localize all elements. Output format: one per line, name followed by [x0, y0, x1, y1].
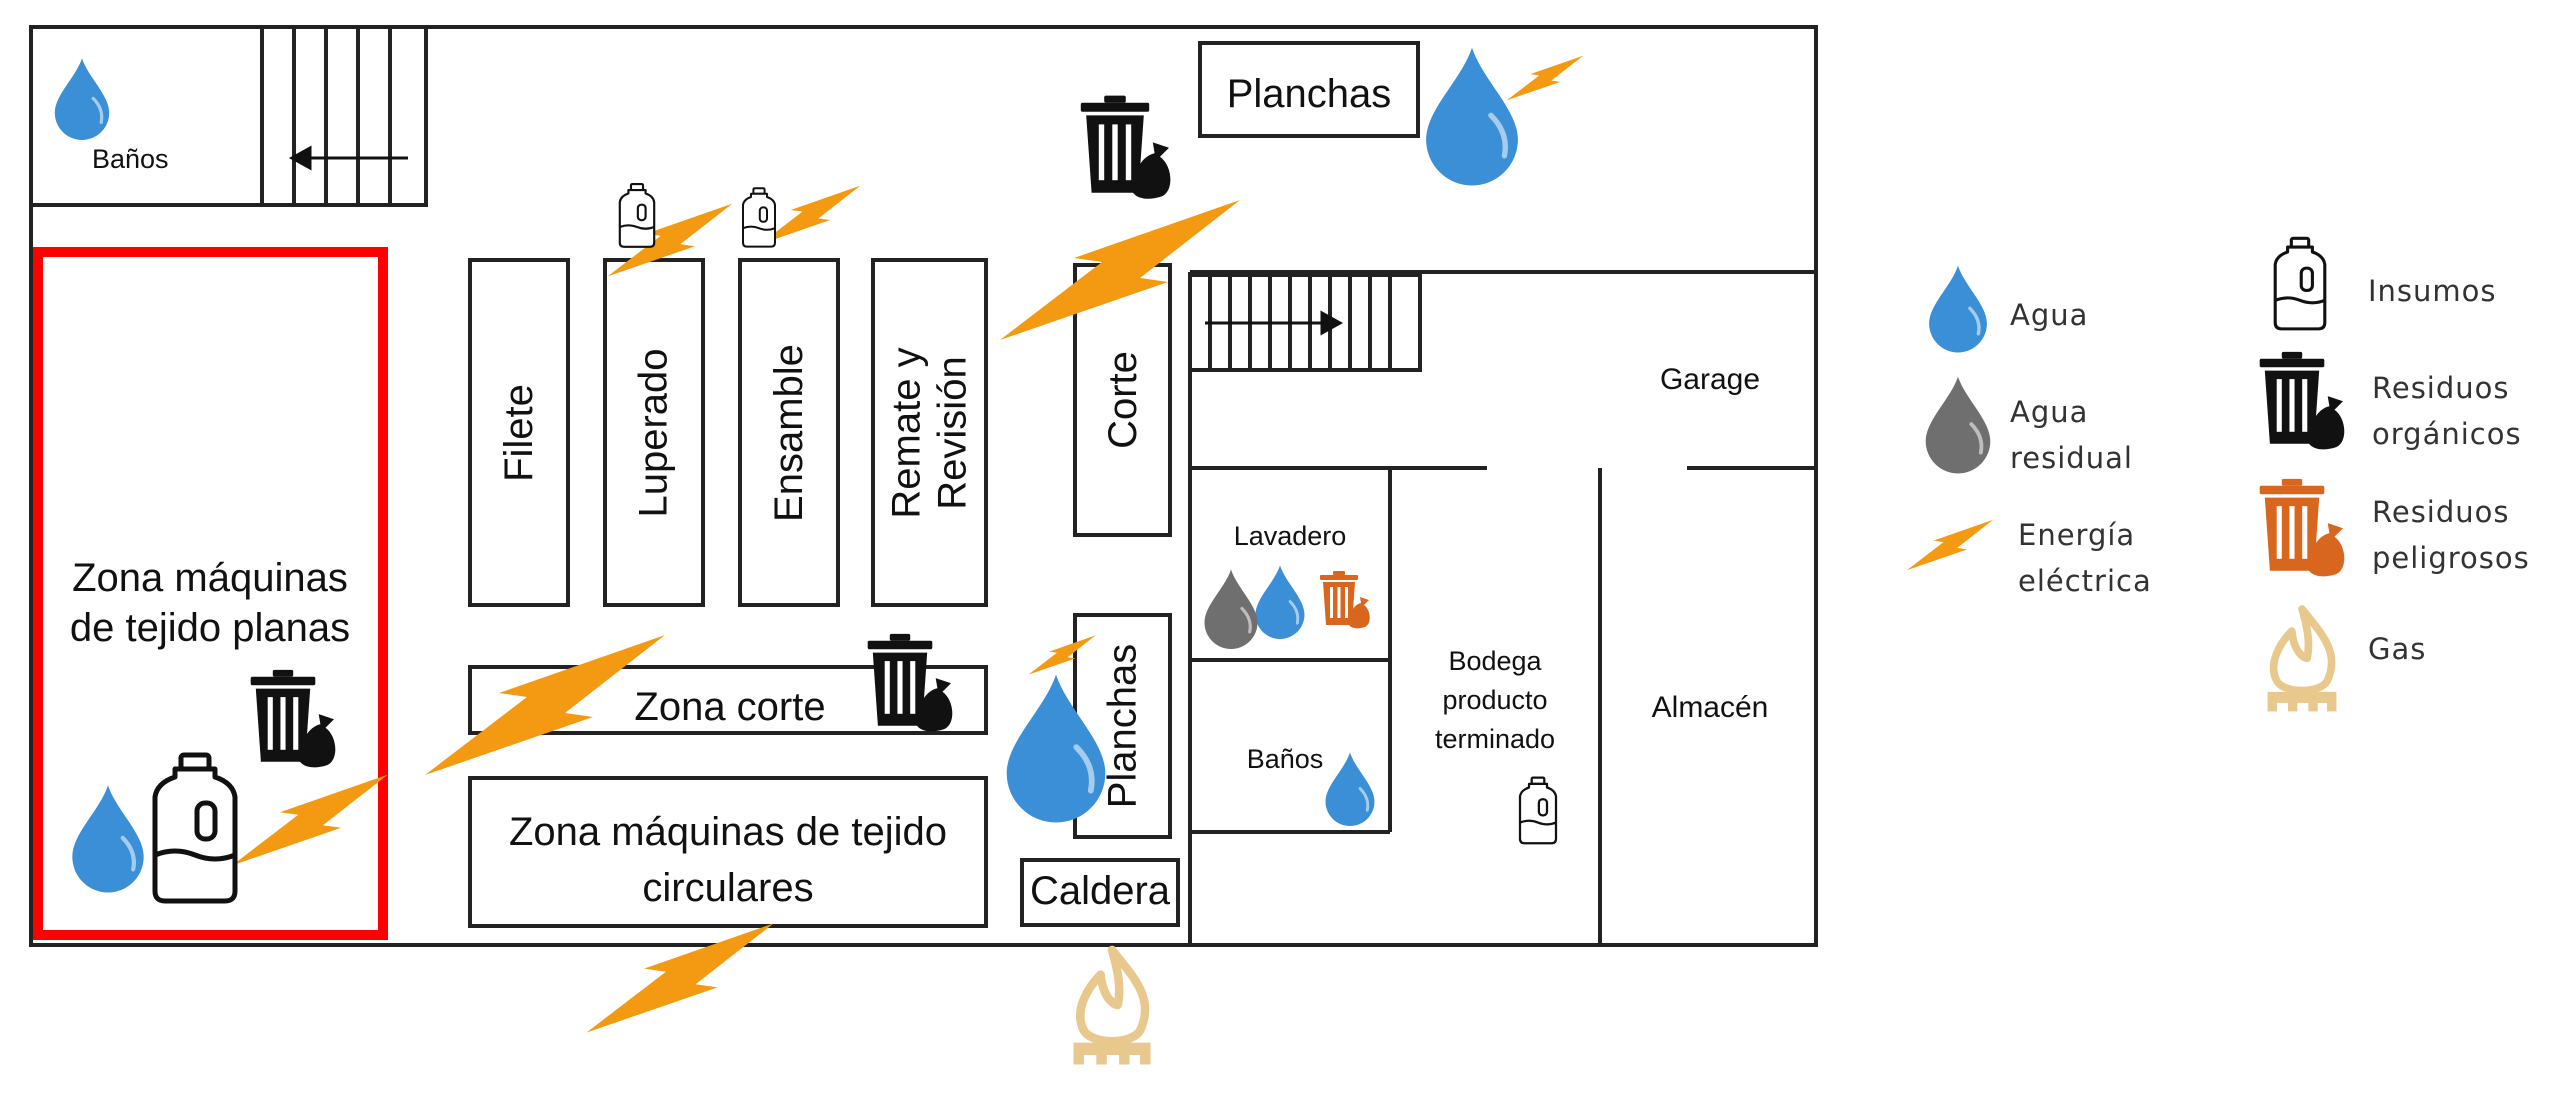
- water-drop-icon: [1426, 48, 1518, 186]
- stairs-arrow-icon: [288, 145, 408, 171]
- legend-agua-residual-2: residual: [2010, 441, 2133, 475]
- ensamble-label-wrap: Ensamble: [740, 260, 838, 605]
- legend-agua: Agua: [2010, 298, 2089, 332]
- water-drop-icon: [1927, 264, 1989, 355]
- supply-bottle-icon: [2273, 236, 2327, 331]
- remate-label-wrap: Remate y Revisión: [873, 260, 986, 605]
- stairs-arrow-icon: [1205, 310, 1344, 336]
- filete-label: Filete: [497, 383, 541, 482]
- lightning-icon: [1506, 55, 1584, 101]
- highlight-zone-planas: [33, 247, 388, 940]
- gas-flame-icon: [2268, 609, 2336, 711]
- caldera-label: Caldera: [1029, 869, 1171, 913]
- zona-circulares-label-1: Zona máquinas de tejido: [508, 810, 948, 854]
- supply-bottle-icon: [155, 755, 235, 901]
- almacen-label: Almacén: [1651, 691, 1769, 724]
- legend-energia-1: Energía: [2018, 518, 2136, 552]
- remate-label-line1: Remate y: [884, 346, 929, 519]
- planchas-right-label-wrap: Planchas: [1075, 615, 1170, 837]
- remate-label-line2: Revisión: [930, 355, 975, 510]
- banos-top-label: Baños: [92, 144, 169, 174]
- bodega-label-1: Bodega: [1448, 646, 1542, 676]
- banos-right-label: Baños: [1246, 744, 1324, 774]
- ensamble-box: [738, 258, 840, 607]
- supply-bottle-icon: [618, 182, 656, 248]
- water-drop-icon: [53, 56, 111, 142]
- legend-energia-2: eléctrica: [2018, 564, 2152, 598]
- organic-waste-bin-icon: [867, 633, 953, 732]
- water-drop-icon: [1254, 564, 1306, 641]
- lightning-icon: [1906, 519, 1994, 571]
- banos-top-room: [29, 25, 428, 207]
- lightning-icon: [586, 923, 774, 1033]
- zona-circulares-box: [468, 776, 988, 928]
- corte-label-wrap: Corte: [1075, 265, 1170, 535]
- planchas-top-label: Planchas: [1226, 72, 1392, 116]
- organic-waste-bin-icon: [1080, 95, 1171, 199]
- hazardous-waste-bin-icon: [2259, 478, 2345, 577]
- organic-waste-bin-icon: [250, 669, 336, 768]
- zona-corte-label: Zona corte: [634, 685, 826, 729]
- lavadero-label: Lavadero: [1233, 521, 1347, 551]
- garage-label: Garage: [1659, 363, 1761, 396]
- gas-flame-icon: [1074, 950, 1150, 1064]
- legend-res-org-2: orgánicos: [2372, 417, 2522, 451]
- filete-label-wrap: Filete: [470, 260, 568, 605]
- filete-box: [468, 258, 570, 607]
- zona-circulares-label-2: circulares: [642, 866, 814, 910]
- remate-box: [871, 258, 988, 607]
- water-drop-icon: [72, 785, 143, 892]
- hazardous-waste-bin-icon: [1320, 571, 1370, 629]
- ensamble-label: Ensamble: [767, 343, 811, 522]
- supply-bottle-icon: [1518, 776, 1558, 845]
- legend-res-org-1: Residuos: [2372, 371, 2510, 405]
- supply-bottle-icon: [741, 187, 777, 248]
- legend-agua-residual-1: Agua: [2010, 395, 2089, 429]
- waste-water-drop-icon: [1202, 567, 1260, 651]
- bodega-label-3: terminado: [1434, 724, 1556, 754]
- legend-gas: Gas: [2368, 632, 2427, 666]
- building-outline: [29, 25, 1818, 947]
- caldera-box: [1020, 858, 1180, 927]
- zona-planas-label: Zona máquinas de tejido planas: [69, 556, 351, 650]
- legend-res-pel-1: Residuos: [2372, 495, 2510, 529]
- organic-waste-bin-icon: [2259, 351, 2345, 450]
- legend-insumos: Insumos: [2368, 274, 2497, 308]
- corte-label: Corte: [1100, 351, 1145, 449]
- planchas-right-label: Planchas: [1100, 643, 1145, 809]
- planchas-top-box: [1198, 41, 1420, 138]
- lightning-icon: [232, 774, 388, 866]
- luperado-label: Luperado: [632, 347, 677, 518]
- waste-water-drop-icon: [1923, 374, 1993, 476]
- bodega-label-2: producto: [1442, 685, 1548, 715]
- legend-res-pel-2: peligrosos: [2372, 541, 2530, 575]
- luperado-label-wrap: Luperado: [605, 260, 703, 605]
- zona-corte-box: [468, 665, 988, 735]
- stairs-right: [1188, 273, 1422, 372]
